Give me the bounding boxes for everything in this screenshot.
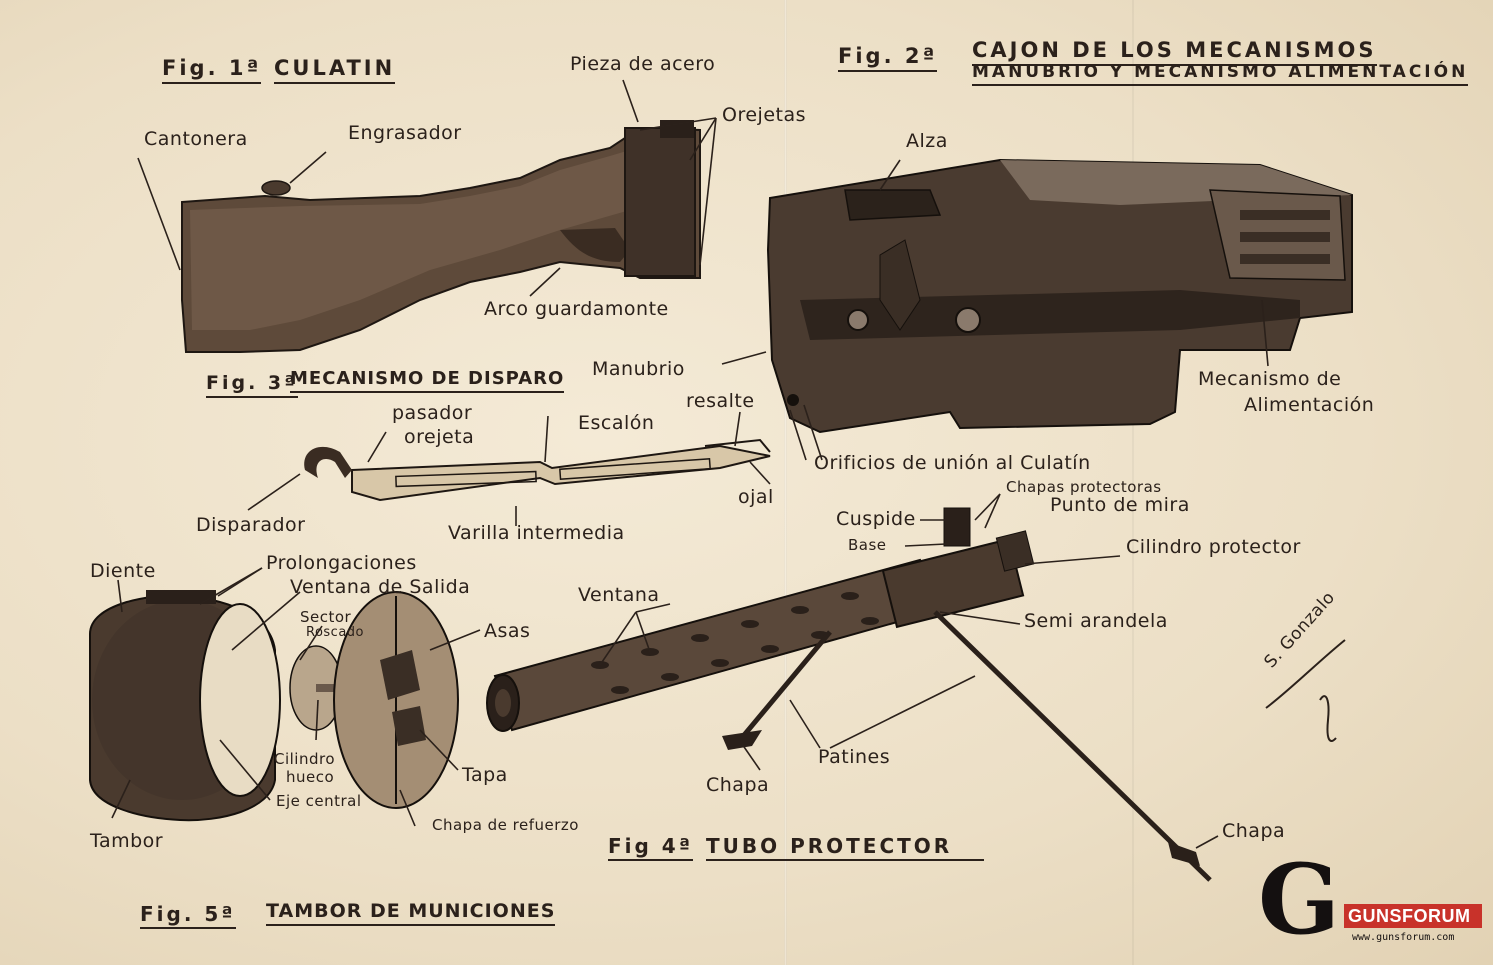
label-hueco: hueco — [286, 768, 335, 786]
label-arco-guardamonte: Arco guardamonte — [484, 298, 669, 320]
receiver-illustration — [766, 158, 1353, 434]
label-diente: Diente — [90, 560, 156, 582]
fig2-number: Fig. 2ª — [838, 46, 938, 72]
label-asas: Asas — [484, 620, 531, 642]
label-prolongaciones: Prolongaciones — [266, 552, 417, 574]
trigger-mechanism-illustration — [304, 438, 771, 502]
gunsforum-watermark: G GUNSFORUM www.gunsforum.com — [1258, 852, 1486, 958]
label-pasador: pasador — [392, 402, 473, 424]
label-cantonera: Cantonera — [144, 128, 248, 150]
fig5-title: TAMBOR DE MUNICIONES — [266, 902, 556, 926]
fig4-leaders — [599, 493, 1219, 849]
signature-mark — [1265, 639, 1346, 742]
label-pieza-de-acero: Pieza de acero — [570, 53, 716, 75]
fig5-leaders — [111, 567, 481, 827]
watermark-brand-bar — [1344, 904, 1482, 928]
paper-crease — [1132, 0, 1134, 965]
label-orificios: Orificios de unión al Culatín — [814, 452, 1091, 474]
label-alza: Alza — [906, 130, 948, 152]
label-escalon: Escalón — [578, 412, 655, 434]
label-chapa-2: Chapa — [1222, 820, 1286, 842]
fig3-leaders — [247, 411, 771, 526]
label-roscado: Roscado — [306, 625, 364, 640]
label-cilindro-protector: Cilindro protector — [1126, 536, 1301, 558]
fig1-number-text: Fig. 1ª — [162, 56, 262, 80]
watermark-url: www.gunsforum.com — [1352, 932, 1455, 943]
fig3-title: MECANISMO DE DISPARO — [290, 370, 565, 393]
label-cilindro: Cilindro — [274, 750, 336, 768]
label-sector: Sector — [300, 608, 352, 626]
label-patines: Patines — [818, 746, 891, 768]
label-tambor: Tambor — [90, 830, 164, 852]
label-orejetas: Orejetas — [722, 104, 806, 126]
label-ojal: ojal — [738, 486, 774, 508]
label-semi-arandela: Semi arandela — [1024, 610, 1168, 632]
fig3-number: Fig. 3ª — [206, 374, 298, 398]
fig2-title-line1: CAJON DE LOS MECANISMOS — [972, 40, 1377, 66]
label-orejeta: orejeta — [404, 426, 475, 448]
stock-illustration — [181, 120, 701, 353]
fig1-number: Fig. 1ª — [162, 56, 262, 84]
fig4-title: TUBO PROTECTOR — [706, 836, 984, 861]
label-mecanismo-de: Mecanismo de — [1198, 368, 1342, 390]
label-resalte: resalte — [686, 390, 755, 412]
label-manubrio: Manubrio — [592, 358, 685, 380]
label-engrasador: Engrasador — [348, 122, 462, 144]
drum-magazine-illustration — [89, 590, 459, 822]
fig2-title-line2: MANUBRIO Y MECANISMO ALIMENTACIÓN — [972, 64, 1469, 86]
label-disparador: Disparador — [196, 514, 306, 536]
watermark-brand: GUNSFORUM — [1348, 906, 1471, 926]
label-chapa-de-refuerzo: Chapa de refuerzo — [432, 816, 579, 834]
barrel-shroud-illustration — [486, 507, 1212, 882]
label-eje-central: Eje central — [276, 792, 362, 810]
fig1-title: CULATIN — [274, 58, 396, 84]
fig5-number: Fig. 5ª — [140, 904, 236, 929]
label-tapa: Tapa — [462, 764, 508, 786]
label-base: Base — [848, 536, 887, 554]
label-chapa-1: Chapa — [706, 774, 770, 796]
label-chapas-protectoras: Chapas protectoras — [1006, 478, 1162, 496]
label-punto-de-mira: Punto de mira — [1050, 494, 1190, 516]
fig1-leaders — [137, 79, 717, 297]
fig4-number: Fig 4ª — [608, 836, 693, 861]
label-varilla-intermedia: Varilla intermedia — [448, 522, 625, 544]
label-ventana: Ventana — [578, 584, 660, 606]
paper-fold — [784, 0, 787, 965]
label-ventana-de-salida: Ventana de Salida — [290, 576, 471, 598]
watermark-g-logo: G — [1258, 843, 1340, 956]
fig2-leaders — [721, 159, 1269, 461]
label-cuspide: Cuspide — [836, 508, 916, 530]
label-alimentacion: Alimentación — [1244, 394, 1375, 416]
